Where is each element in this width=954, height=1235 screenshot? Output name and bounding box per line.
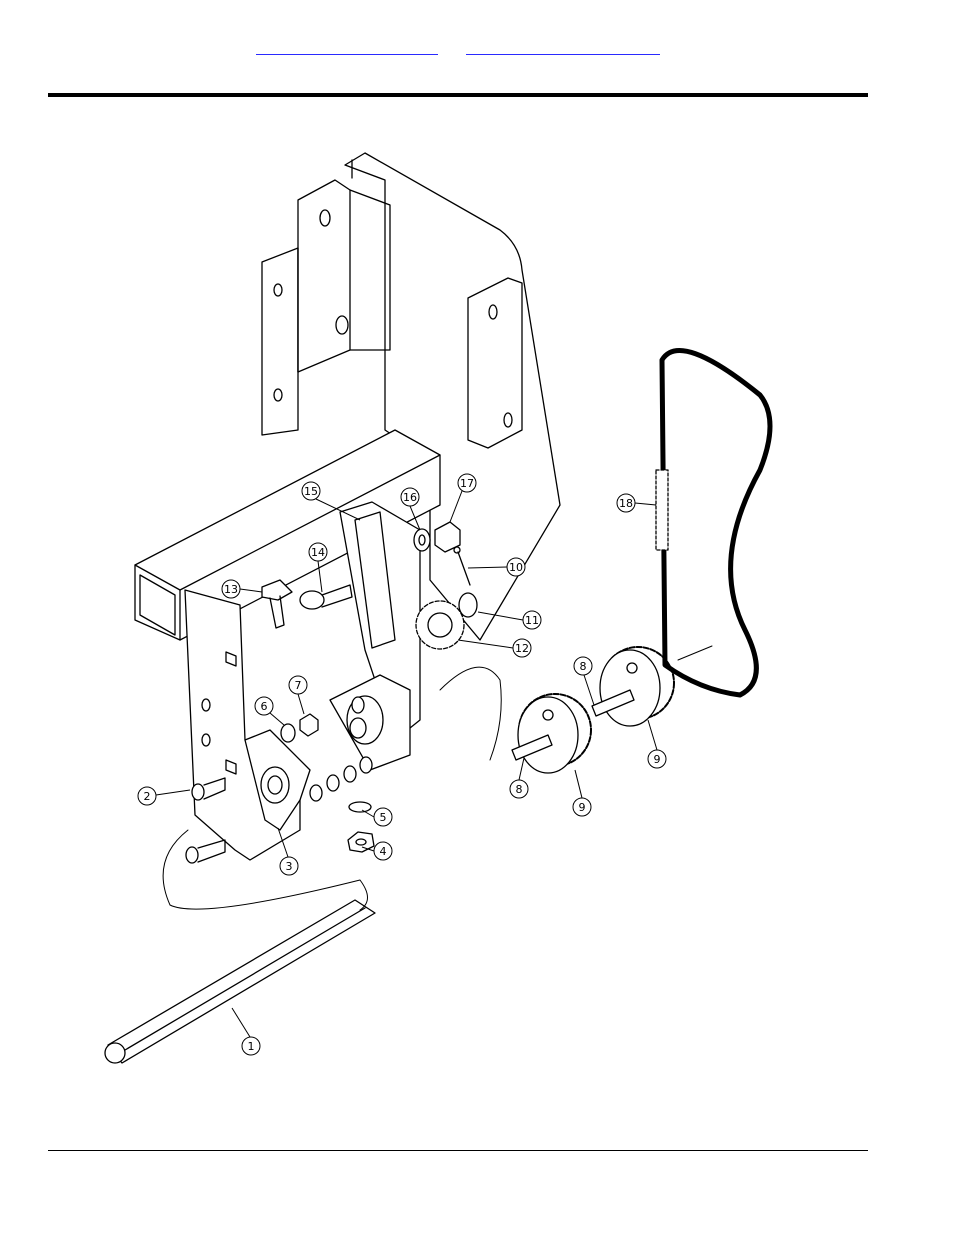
svg-text:10: 10: [509, 561, 523, 574]
svg-text:15: 15: [304, 485, 318, 498]
callout-8-lower: 8: [510, 758, 528, 798]
svg-text:17: 17: [460, 477, 474, 490]
svg-text:2: 2: [144, 790, 151, 803]
svg-text:5: 5: [380, 811, 387, 824]
callout-12: 12: [458, 639, 531, 657]
svg-text:4: 4: [380, 845, 387, 858]
svg-text:7: 7: [295, 679, 302, 692]
svg-text:9: 9: [579, 801, 586, 814]
nut-7: [300, 714, 318, 736]
svg-text:16: 16: [403, 491, 417, 504]
callout-9-lower: 9: [573, 770, 591, 816]
footer-rule: [48, 1150, 868, 1151]
carriage-bolt-14: [300, 585, 352, 609]
svg-text:18: 18: [619, 497, 633, 510]
callout-1: 1: [232, 1008, 260, 1055]
svg-text:12: 12: [515, 642, 529, 655]
sprocket-front: [518, 694, 591, 773]
svg-text:8: 8: [516, 783, 523, 796]
center-bearing: [330, 675, 410, 770]
washer-16: [414, 529, 430, 551]
callout-18: 18: [617, 494, 656, 512]
svg-text:14: 14: [311, 546, 325, 559]
callout-8-upper: 8: [574, 657, 594, 705]
roller-chain: [662, 351, 770, 695]
hex-bolt: [262, 580, 292, 628]
callout-7: 7: [289, 676, 307, 714]
hex-shaft: [105, 900, 375, 1063]
svg-text:1: 1: [248, 1040, 255, 1053]
svg-text:8: 8: [580, 660, 587, 673]
svg-text:13: 13: [224, 583, 238, 596]
callout-2: 2: [138, 787, 190, 805]
svg-text:3: 3: [286, 860, 293, 873]
chain-links: [656, 470, 668, 550]
callout-6: 6: [255, 697, 284, 725]
washer-6: [281, 724, 295, 742]
nut-4: [348, 832, 374, 852]
strap-plate: [468, 278, 522, 448]
svg-text:6: 6: [261, 700, 268, 713]
angle-bracket: [262, 180, 390, 435]
svg-text:9: 9: [654, 753, 661, 766]
washer-5: [349, 802, 371, 812]
callout-9-upper: 9: [648, 720, 666, 768]
svg-text:11: 11: [525, 614, 539, 627]
